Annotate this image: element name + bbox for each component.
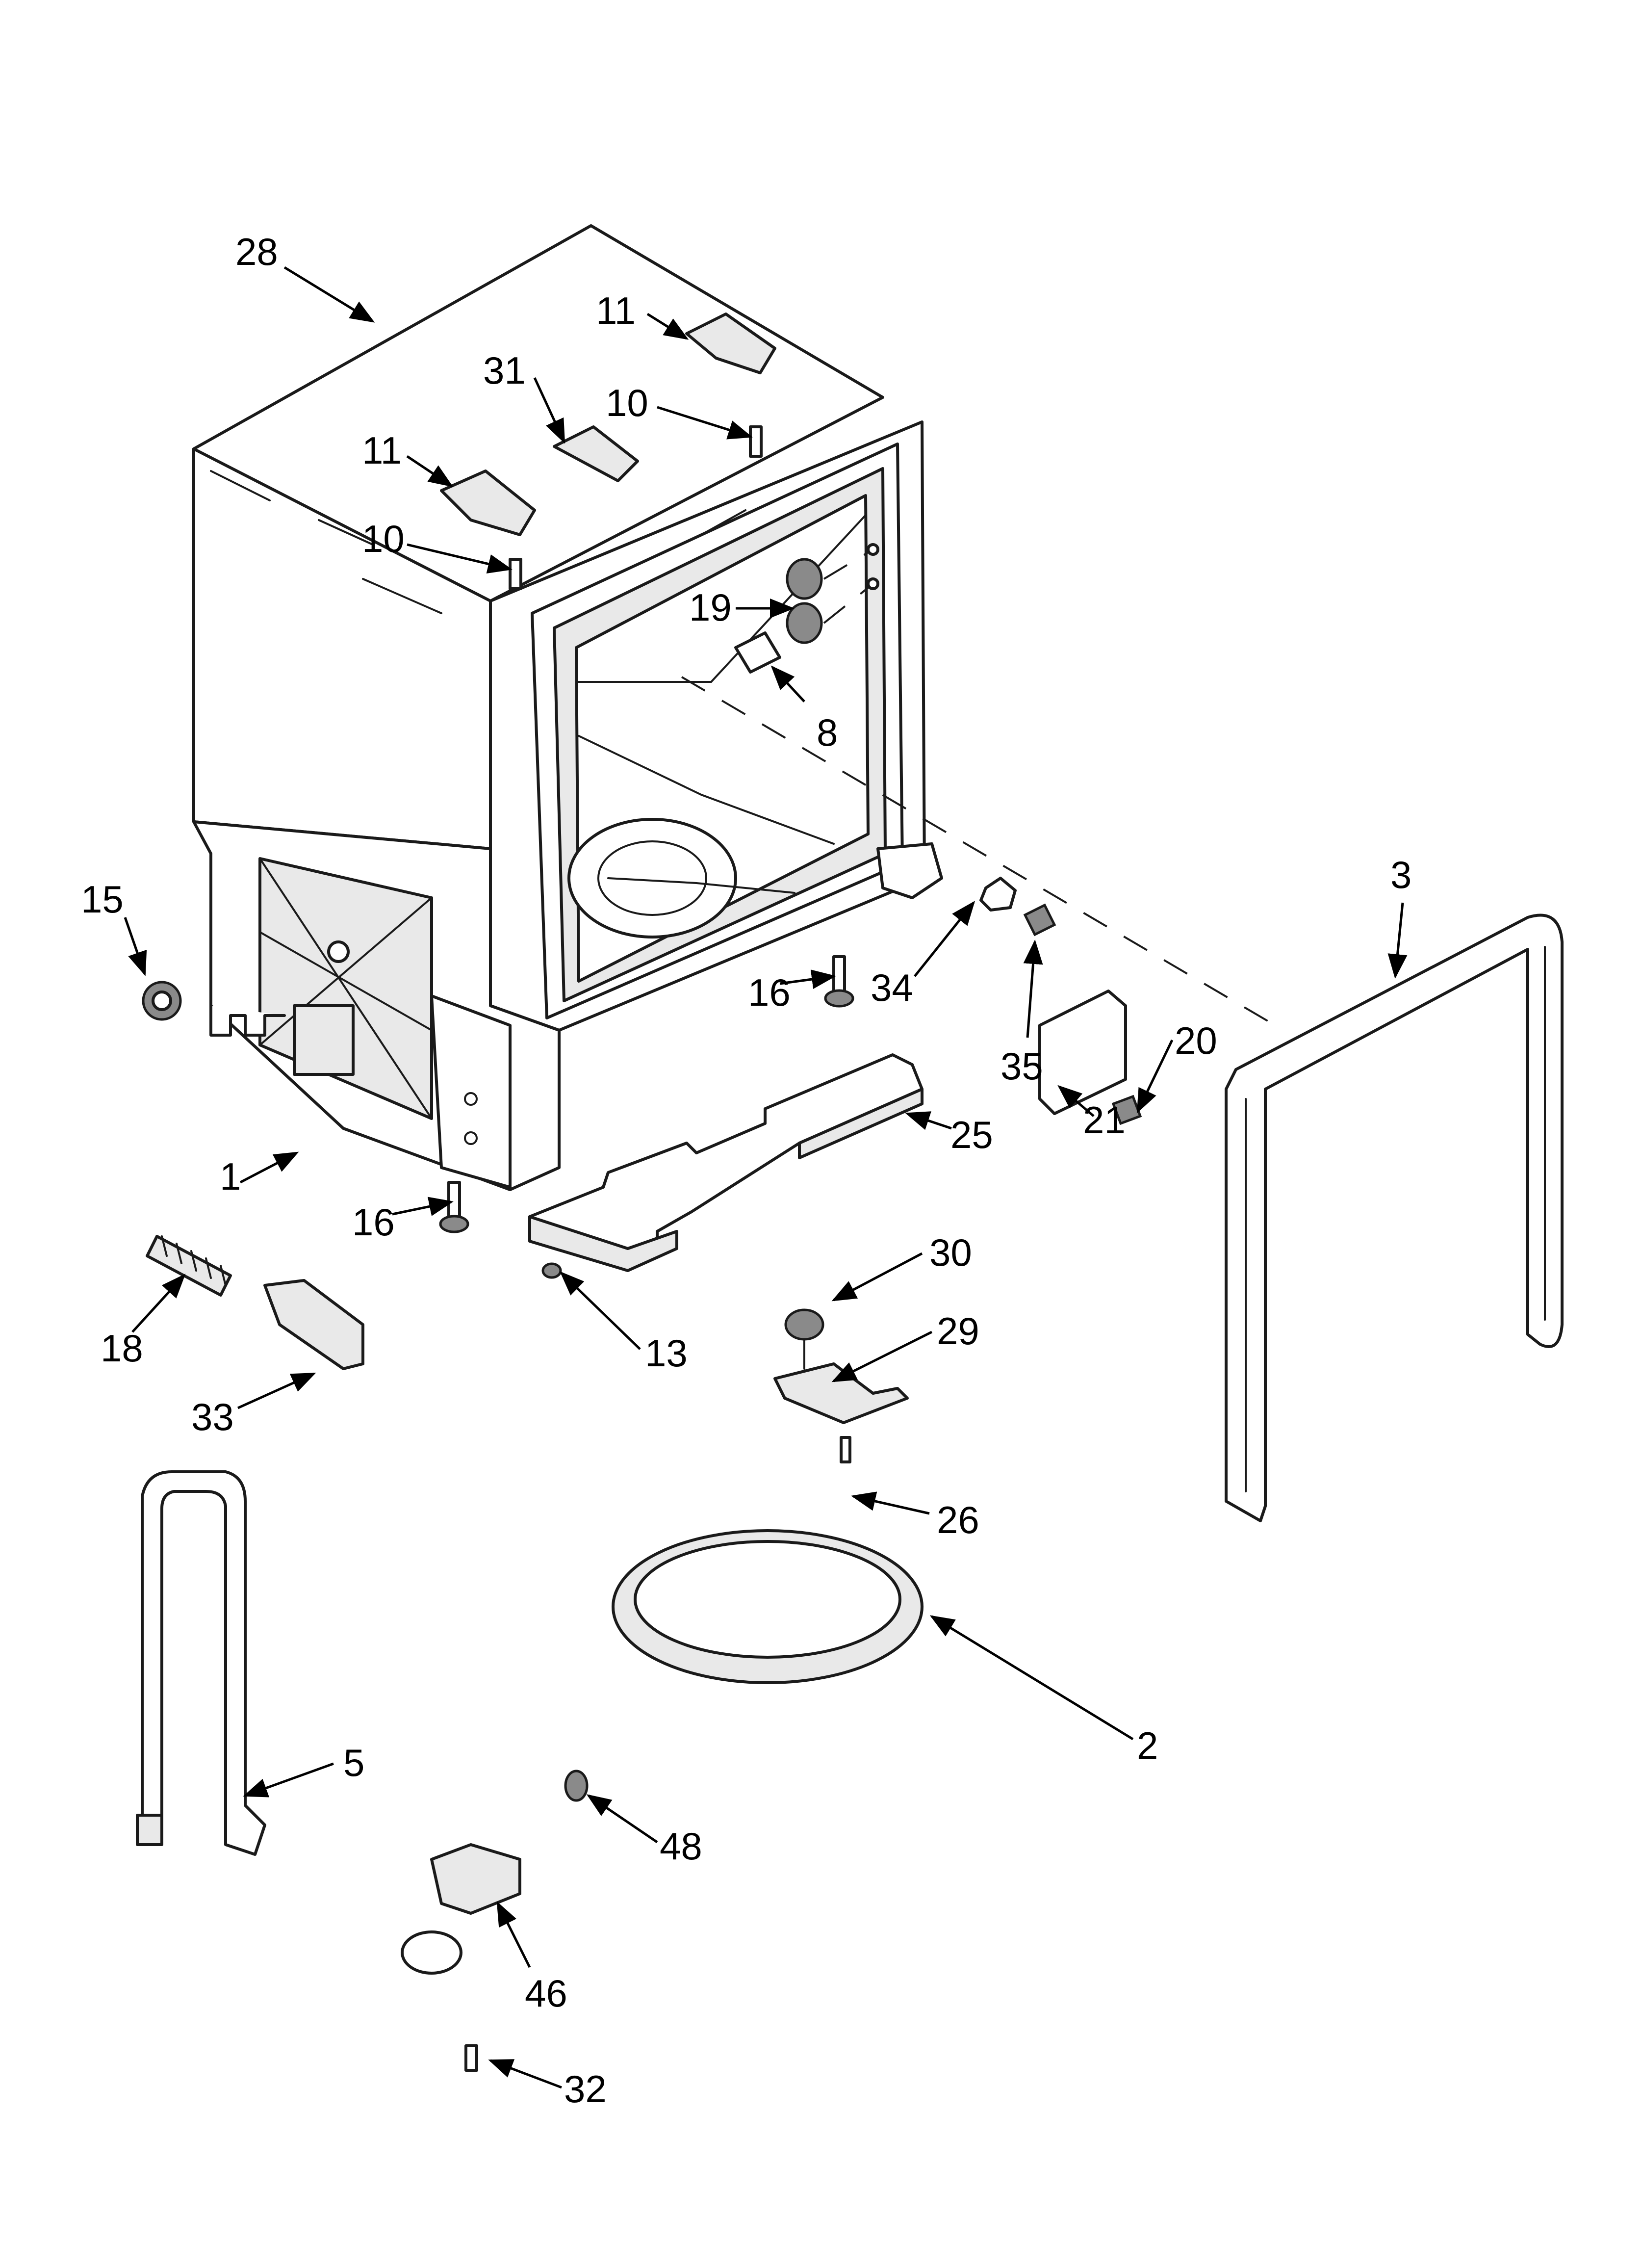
callout-34: 34	[871, 966, 913, 1009]
pad-drawing	[263, 1279, 364, 1370]
leader-arrow-28	[283, 266, 375, 323]
seal-ring-drawing	[612, 1529, 924, 1684]
spring-clamp-drawing	[564, 1770, 589, 1802]
leader-arrow-21	[1057, 1085, 1095, 1117]
callout-15: 15	[81, 878, 124, 921]
callout-29: 29	[937, 1309, 979, 1353]
leader-arrow-35	[1023, 939, 1043, 1038]
leader-arrow-46	[496, 1901, 531, 1968]
callout-16-b: 16	[352, 1200, 395, 1244]
cover-plate-drawing	[528, 1053, 924, 1272]
leader-arrow-3	[1387, 902, 1408, 979]
leader-arrow-25	[905, 1111, 952, 1130]
leader-arrow-13	[560, 1271, 641, 1350]
leader-arrow-16	[779, 969, 836, 989]
leader-arrow-2	[929, 1615, 1134, 1741]
callout-20: 20	[1175, 1019, 1217, 1062]
callout-28: 28	[235, 230, 278, 273]
spring-drawing	[146, 1235, 232, 1297]
leader-arrow-33	[237, 1372, 316, 1409]
callout-11: 11	[596, 289, 636, 332]
callout-13: 13	[645, 1331, 688, 1375]
leader-arrow-20	[1136, 1039, 1174, 1114]
leader-arrow-48	[586, 1794, 658, 1844]
callout-16: 16	[748, 971, 791, 1014]
leader-arrow-18	[131, 1274, 186, 1333]
thermostat-drawing	[541, 1262, 909, 1463]
leader-arrow-5	[243, 1762, 334, 1798]
leader-arrow-26	[851, 1491, 930, 1515]
ground-parts-drawing	[979, 877, 1142, 1125]
leader-arrow-30	[831, 1252, 923, 1302]
leveling-legs-drawing	[439, 955, 854, 1233]
leader-arrow-34	[914, 901, 975, 977]
leader-arrow-32	[488, 2059, 562, 2089]
top-brackets-drawing	[440, 313, 776, 590]
leader-arrow-16	[392, 1197, 454, 1216]
callout-31: 31	[483, 349, 526, 392]
callout-8: 8	[817, 711, 838, 754]
callout-10-b: 10	[362, 517, 405, 560]
callout-18: 18	[101, 1327, 143, 1370]
leader-lines	[124, 266, 1408, 2089]
callout-1: 1	[220, 1155, 241, 1198]
roller-bumper-drawing	[734, 543, 879, 674]
callout-11-b: 11	[362, 429, 402, 472]
callout-25: 25	[950, 1113, 993, 1156]
alignment-line	[681, 676, 1276, 1026]
hose-clamp-drawing	[401, 1843, 521, 2072]
callout-32: 32	[564, 2067, 607, 2111]
callout-21: 21	[1083, 1098, 1126, 1142]
drain-hose-drawing	[136, 1470, 266, 1856]
leader-arrow-1	[239, 1151, 299, 1184]
leader-arrow-15	[124, 917, 147, 976]
callout-19: 19	[689, 586, 732, 629]
leader-arrow-10	[657, 406, 753, 440]
callout-10: 10	[606, 381, 648, 424]
door-gasket-drawing	[1225, 913, 1564, 1522]
callout-26: 26	[937, 1498, 979, 1541]
leader-arrow-8	[770, 665, 805, 703]
leader-arrow-29	[831, 1330, 933, 1382]
callout-35: 35	[1001, 1044, 1043, 1088]
callout-33: 33	[191, 1395, 234, 1438]
leader-arrow-31	[533, 377, 565, 444]
callout-46: 46	[525, 1972, 567, 2015]
plug-nut-drawing	[142, 981, 182, 1021]
callout-48: 48	[660, 1825, 702, 1868]
leader-arrow-10	[407, 543, 513, 574]
callout-3: 3	[1390, 853, 1411, 896]
callout-5: 5	[343, 1741, 364, 1784]
tub-assembly-drawing	[192, 224, 943, 1191]
callout-2: 2	[1137, 1724, 1158, 1767]
leader-arrow-11	[646, 313, 689, 340]
callout-30: 30	[929, 1231, 972, 1274]
leader-arrow-11	[406, 455, 454, 487]
